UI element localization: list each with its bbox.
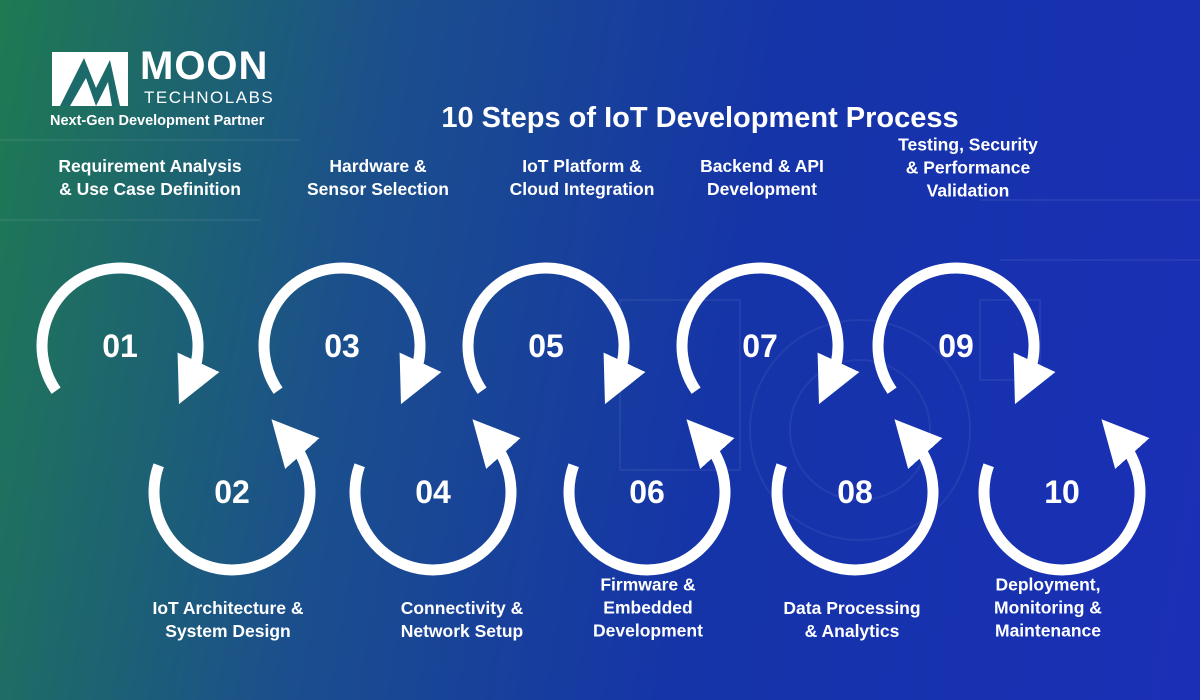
step-08-ring: [771, 419, 943, 576]
moon-logo-icon: [52, 52, 128, 106]
step-04-number: 04: [415, 474, 451, 510]
step-06-ring: [563, 419, 735, 576]
step-09-label: Testing, Security & Performance Validati…: [898, 134, 1038, 201]
step-01-ring: [36, 262, 220, 405]
step-07-ring: [676, 262, 860, 405]
step-09-number: 09: [938, 328, 974, 364]
step-06-label: Firmware & Embedded Development: [593, 574, 703, 641]
step-10-ring: [978, 419, 1150, 576]
step-08-label: Data Processing & Analytics: [783, 598, 921, 641]
step-10-number: 10: [1044, 474, 1080, 510]
step-05-label: IoT Platform & Cloud Integration: [509, 156, 655, 199]
step-04-ring: [349, 419, 521, 576]
brand-tagline: Next-Gen Development Partner: [50, 113, 265, 129]
step-02-number: 02: [214, 474, 250, 510]
step-05-number: 05: [528, 328, 564, 364]
step-03-label: Hardware & Sensor Selection: [307, 156, 449, 199]
step-03-number: 03: [324, 328, 360, 364]
page-title: 10 Steps of IoT Development Process: [441, 102, 959, 134]
step-07-label: Backend & API Development: [700, 156, 824, 199]
step-06-number: 06: [629, 474, 665, 510]
brand-logo: MOON TECHNOLABS Next-Gen Development Par…: [50, 44, 310, 132]
step-09-ring: [872, 262, 1056, 405]
brand-sub: TECHNOLABS: [144, 88, 275, 107]
step-02-label: IoT Architecture & System Design: [152, 598, 304, 641]
step-05-ring: [462, 262, 646, 405]
step-01-number: 01: [102, 328, 138, 364]
step-03-ring: [258, 262, 442, 405]
step-04-label: Connectivity & Network Setup: [400, 598, 524, 641]
brand-name: MOON: [140, 44, 269, 88]
step-02-ring: [148, 419, 320, 576]
step-07-number: 07: [742, 328, 778, 364]
step-01-label: Requirement Analysis & Use Case Definiti…: [58, 156, 242, 199]
step-08-number: 08: [837, 474, 873, 510]
step-10-label: Deployment, Monitoring & Maintenance: [994, 574, 1102, 641]
